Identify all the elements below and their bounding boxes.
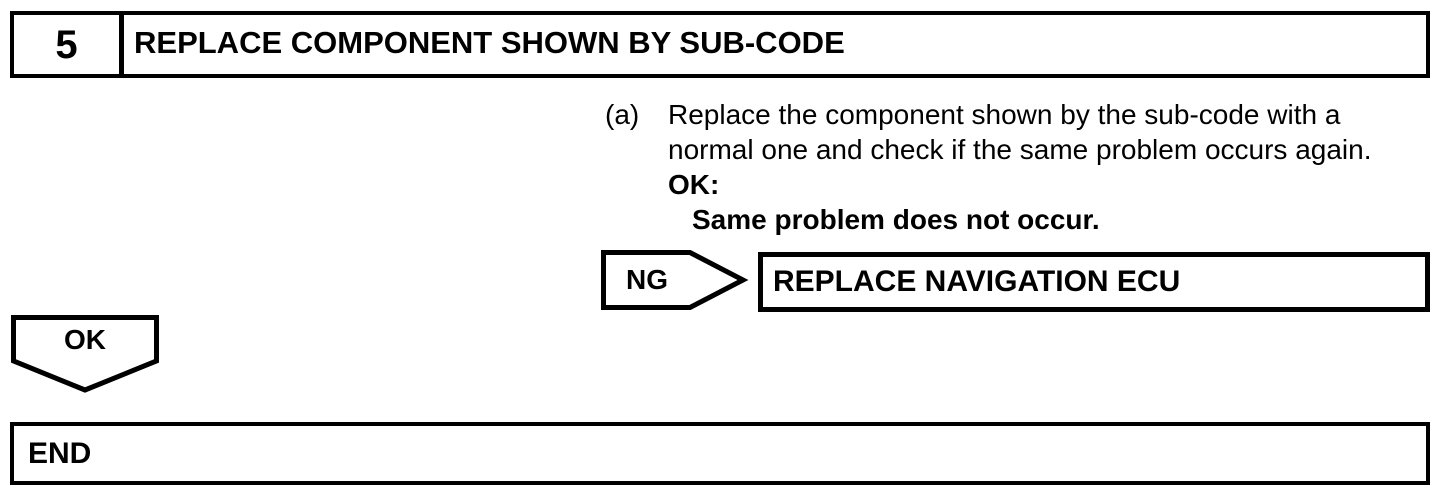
step-header: 5 REPLACE COMPONENT SHOWN BY SUB-CODE bbox=[10, 11, 1430, 78]
step-number: 5 bbox=[14, 15, 124, 74]
instruction-item-label: (a) bbox=[605, 99, 640, 130]
ng-action-box: REPLACE NAVIGATION ECU bbox=[758, 252, 1430, 312]
ok-connector-shape: OK bbox=[11, 315, 159, 393]
ok-heading: OK: bbox=[668, 169, 720, 200]
instruction-block: (a) Replace the component shown by the s… bbox=[605, 97, 1443, 237]
ok-connector-label: OK bbox=[64, 324, 106, 355]
instruction-text: Replace the component shown by the sub-c… bbox=[668, 97, 1443, 237]
instruction-line-2: normal one and check if the same problem… bbox=[668, 134, 1372, 165]
ng-connector-label: NG bbox=[626, 264, 668, 295]
end-terminal-box: END bbox=[10, 422, 1430, 485]
ok-condition: Same problem does not occur. bbox=[692, 204, 1100, 235]
instruction-line-1: Replace the component shown by the sub-c… bbox=[668, 99, 1341, 130]
ng-arrow-icon bbox=[601, 250, 749, 310]
ng-connector-shape: NG bbox=[601, 250, 749, 310]
step-title: REPLACE COMPONENT SHOWN BY SUB-CODE bbox=[134, 25, 845, 60]
ok-arrow-icon bbox=[11, 315, 159, 393]
